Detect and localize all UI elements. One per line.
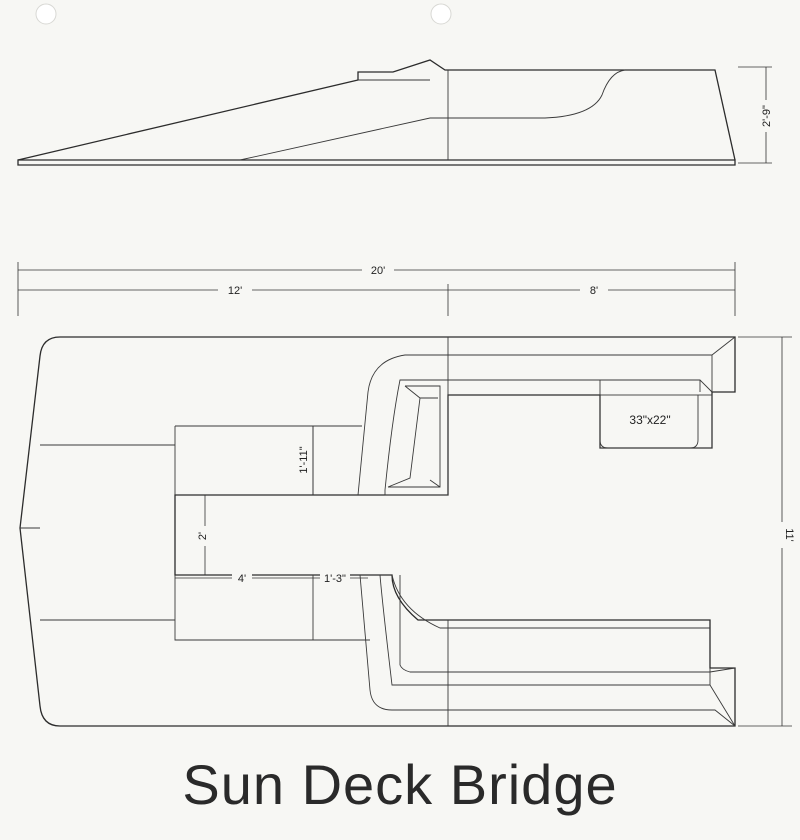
width-label: 11' — [783, 528, 795, 542]
channel-width-label: 2' — [197, 532, 209, 540]
hatch-ledge — [599, 380, 701, 395]
lower-rim-bevel — [399, 575, 736, 727]
step-length-label-bg — [320, 571, 350, 585]
side-elevation-view: 2'-9" — [17, 59, 775, 166]
lower-seat-line — [391, 574, 710, 629]
binder-hole-left — [35, 3, 57, 25]
rear-length-label: 8' — [590, 285, 598, 297]
height-label: 2'-9" — [761, 105, 773, 127]
notch-depth-label: 1'-11" — [298, 446, 310, 473]
lower-rim-inner — [379, 574, 711, 686]
side-inner-ramp — [239, 69, 626, 161]
upper-notch-box — [174, 425, 362, 495]
lower-notch-box — [174, 575, 370, 641]
side-base-outline — [17, 159, 736, 166]
step-length-label: 1'-3" — [324, 573, 346, 585]
channel-length-label-bg — [232, 571, 252, 585]
hatch-inner — [599, 395, 699, 449]
hatch-label: 33"x22" — [629, 413, 670, 427]
plan-view: 33"x22" 1'-11" 2' 4' 1'-3" — [19, 336, 736, 727]
upper-rim-corner — [448, 336, 736, 393]
binder-hole-right — [430, 3, 452, 25]
upper-step-bevel — [387, 385, 441, 488]
front-length-label-bg — [218, 282, 252, 298]
plan-dimensions: 20' 12' 8' 11' — [17, 262, 795, 727]
channel-length-label: 4' — [238, 573, 246, 585]
overall-length-label: 20' — [371, 265, 385, 277]
upper-step-box — [384, 379, 449, 496]
side-top-outline — [17, 59, 736, 161]
rear-length-label-bg — [580, 282, 608, 298]
front-length-label: 12' — [228, 285, 242, 297]
upper-rim-inner — [357, 354, 448, 496]
overall-length-label-bg — [362, 262, 394, 278]
height-label-bg — [757, 100, 775, 132]
width-label-bg — [774, 522, 790, 548]
channel-width-label-bg — [196, 526, 212, 546]
lower-rim-outer — [359, 574, 736, 727]
page-title: Sun Deck Bridge — [182, 753, 618, 816]
notch-depth-label-bg — [298, 442, 312, 478]
